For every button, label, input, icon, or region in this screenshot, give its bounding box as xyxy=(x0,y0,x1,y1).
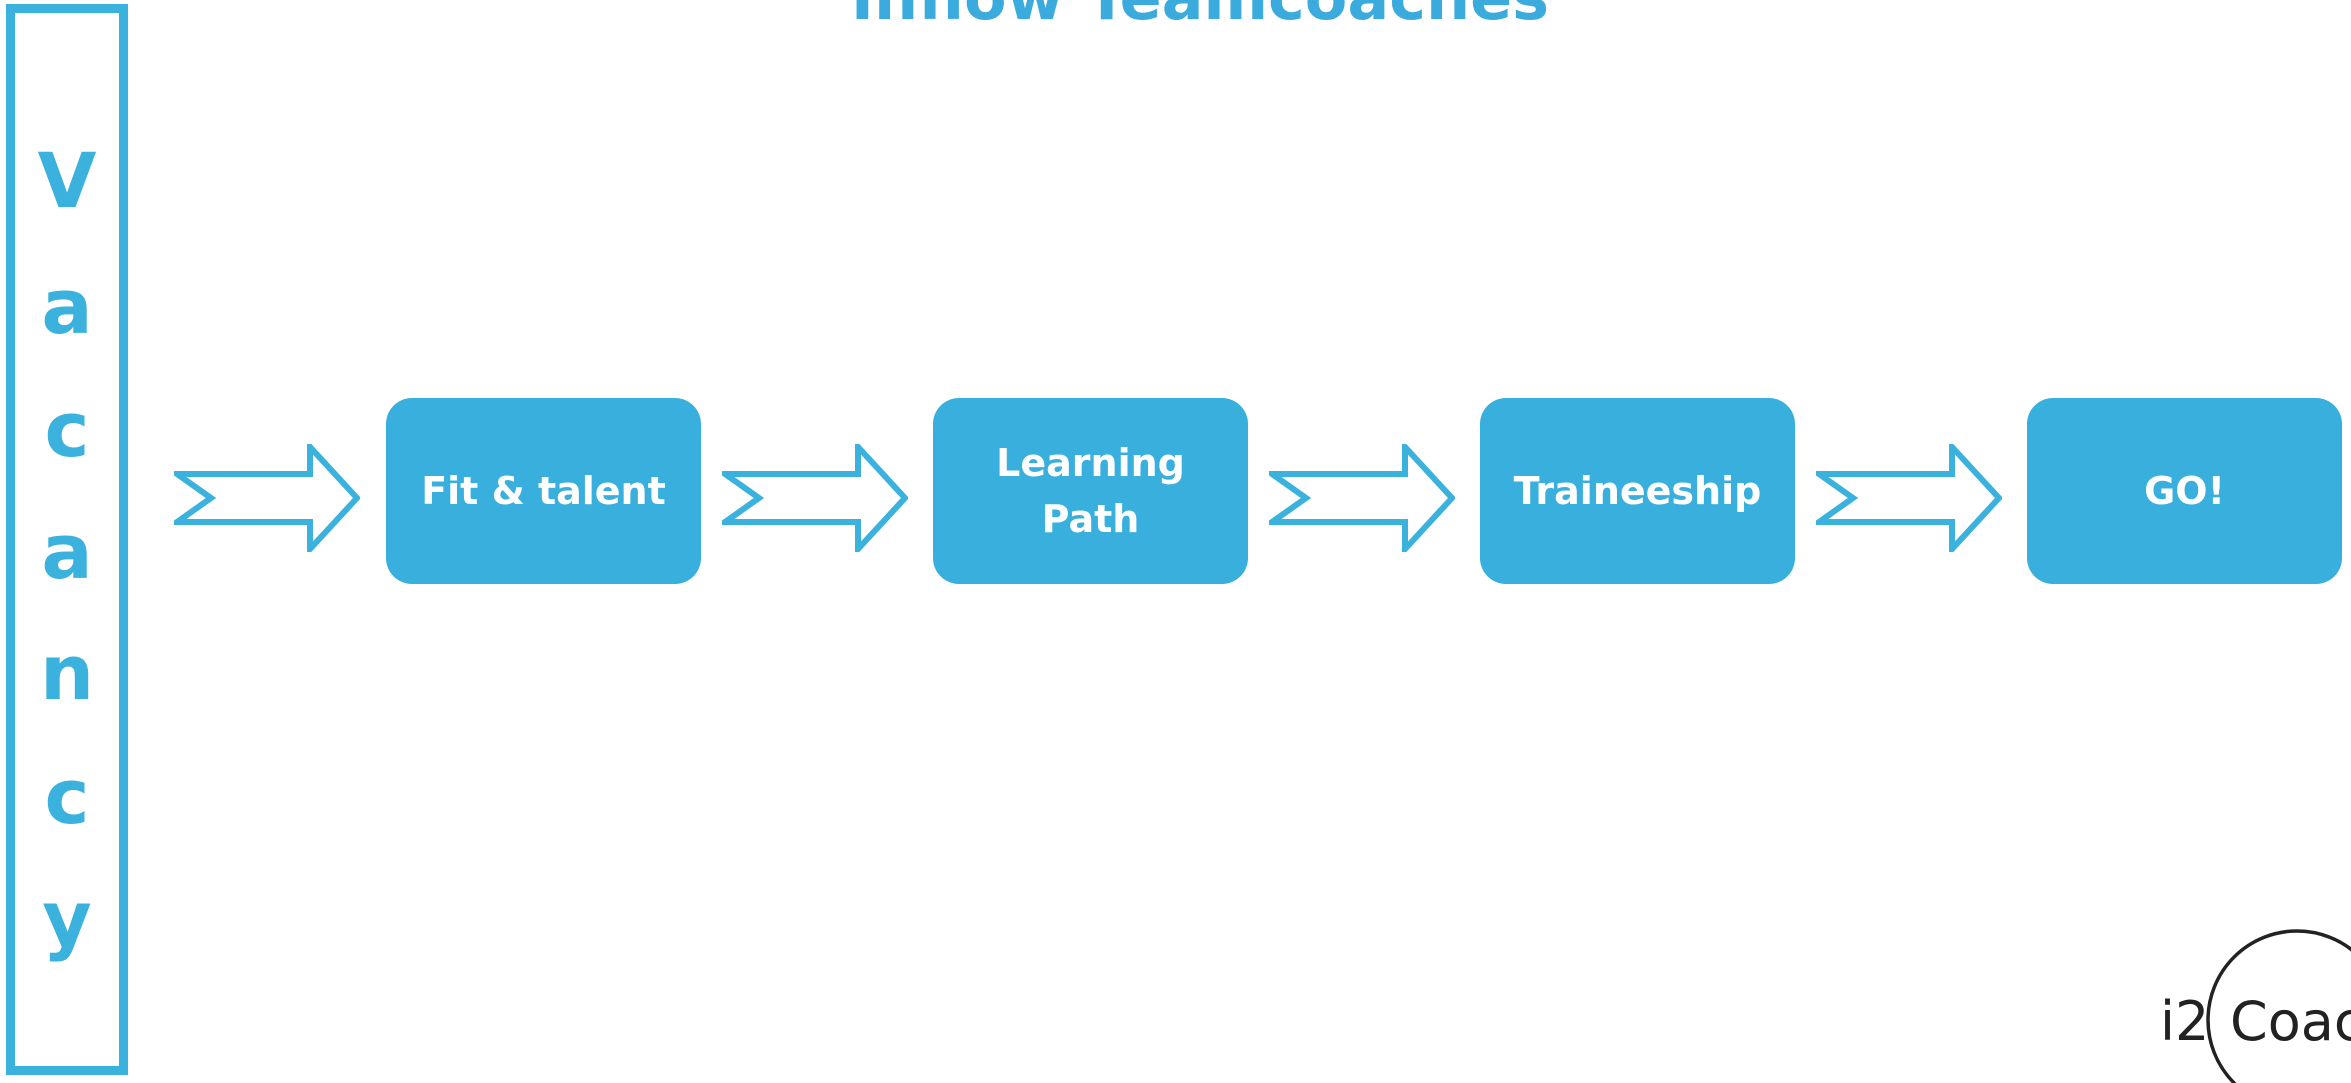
vacancy-letter: a xyxy=(41,262,93,351)
arrow-right-icon xyxy=(722,444,908,552)
svg-text:Coac: Coac xyxy=(2230,990,2351,1053)
arrow-right-icon xyxy=(1816,444,2002,552)
vacancy-letter: c xyxy=(44,752,90,841)
vacancy-frame xyxy=(6,4,128,1075)
vacancy-letter: V xyxy=(37,136,97,225)
vacancy-letter: n xyxy=(39,628,95,717)
vacancy-letter: y xyxy=(42,874,92,963)
arrow-right-icon xyxy=(174,444,360,552)
vacancy-letter: a xyxy=(41,507,93,596)
step-traineeship: Traineeship xyxy=(1480,398,1795,584)
arrow-right-icon xyxy=(1269,444,1455,552)
step-learning-path: Learning Path xyxy=(933,398,1248,584)
svg-text:i2: i2 xyxy=(2160,990,2209,1053)
page-title: Inflow Teamcoaches xyxy=(0,0,2351,38)
step-go: GO! xyxy=(2027,398,2342,584)
step-fit-talent: Fit & talent xyxy=(386,398,701,584)
i2coach-logo: i2 Coac xyxy=(2160,929,2351,1083)
vacancy-letter: c xyxy=(44,385,90,474)
